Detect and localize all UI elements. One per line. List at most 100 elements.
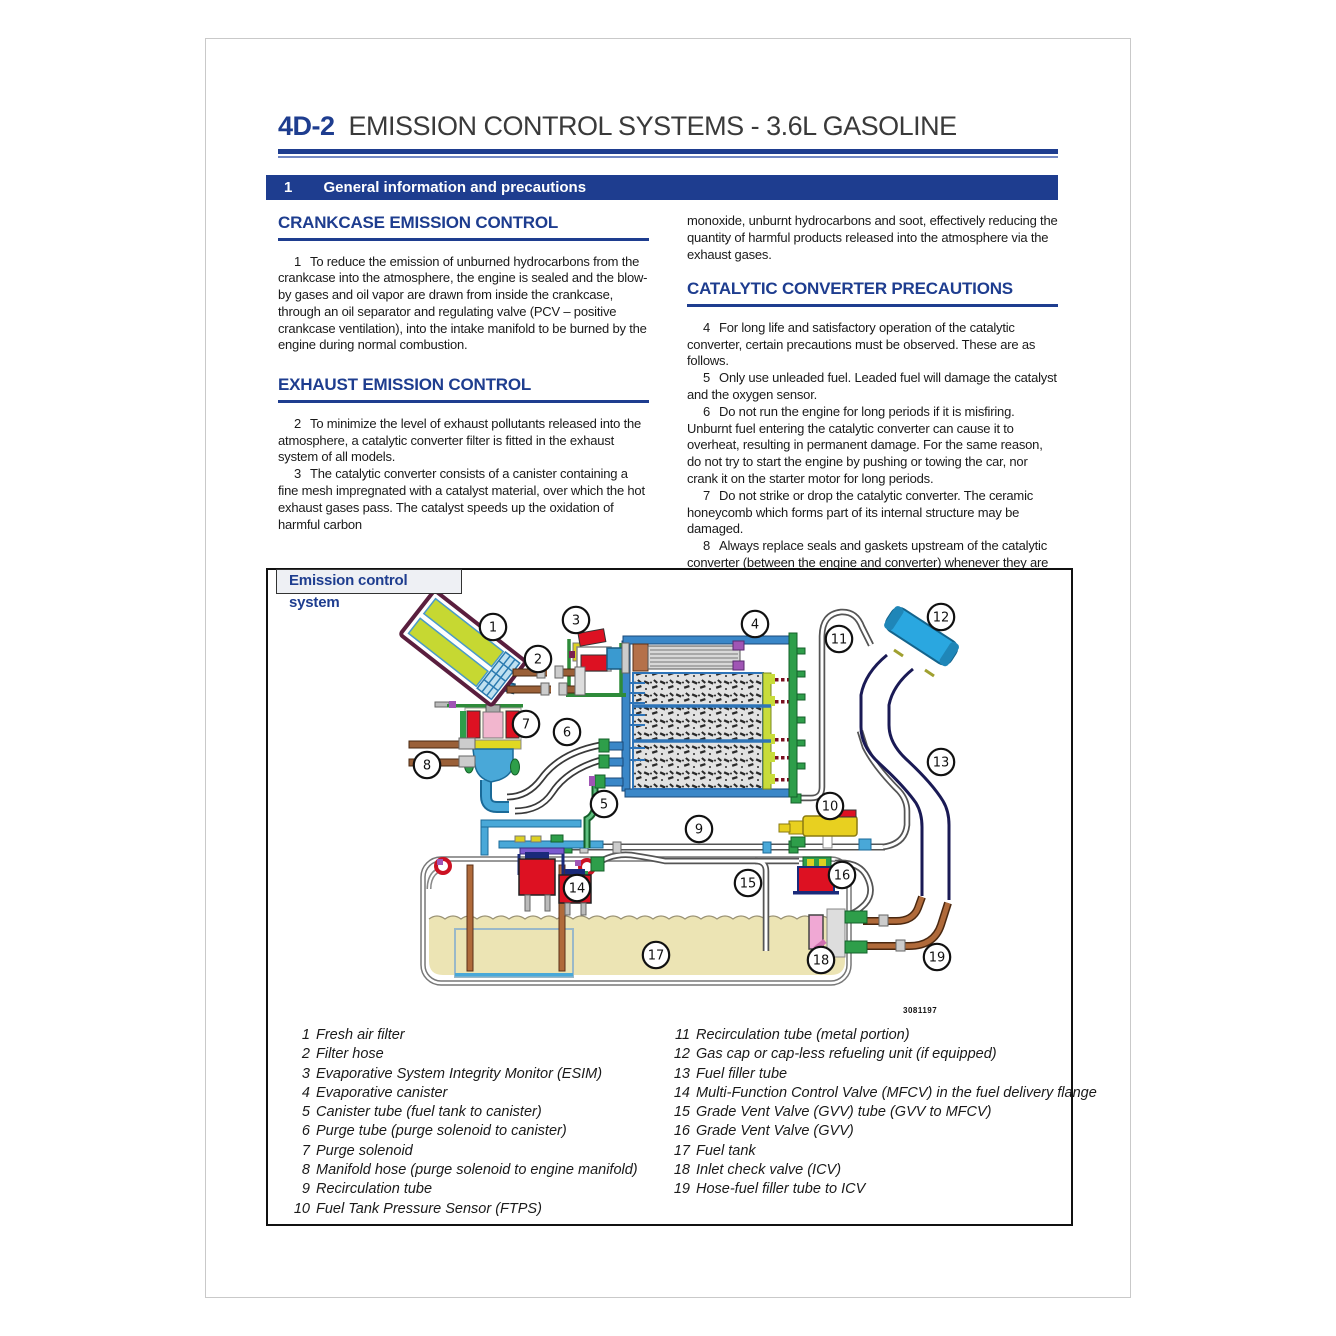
legend-item-text: Purge tube (purge solenoid to canister) xyxy=(316,1123,567,1140)
callout-5: 5 xyxy=(589,789,619,819)
svg-text:14: 14 xyxy=(569,882,586,897)
page-header: 4D-2 EMISSION CONTROL SYSTEMS - 3.6L GASO… xyxy=(278,111,1068,142)
filler-icv-hose-illustration xyxy=(863,895,952,952)
legend-item: 8 Manifold hose (purge solenoid to engine… xyxy=(288,1161,658,1180)
legend-item-text: Fuel tank xyxy=(696,1142,756,1159)
legend-item-number: 18 xyxy=(673,1162,690,1179)
header-rule-thin xyxy=(278,156,1058,158)
svg-text:13: 13 xyxy=(933,756,950,771)
purge-solenoid-illustration xyxy=(434,701,523,813)
legend-item-text: Evaporative canister xyxy=(316,1084,448,1101)
paragraph-number: 1 xyxy=(294,253,302,269)
legend-item-text: Grade Vent Valve (GVV) xyxy=(696,1123,854,1140)
callout-3: 3 xyxy=(561,605,591,635)
svg-text:17: 17 xyxy=(648,949,665,964)
svg-text:16: 16 xyxy=(834,869,851,884)
gvv-illustration xyxy=(793,856,839,895)
page-code: 4D-2 xyxy=(278,111,335,141)
callout-6: 6 xyxy=(552,717,582,747)
section-heading: CRANKCASE EMISSION CONTROL xyxy=(278,213,559,232)
legend-item-number: 8 xyxy=(301,1162,310,1179)
legend-item-text: Filter hose xyxy=(316,1046,384,1063)
section-heading: CATALYTIC CONVERTER PRECAUTIONS xyxy=(687,279,1013,299)
svg-text:3: 3 xyxy=(572,614,580,629)
svg-text:4: 4 xyxy=(751,618,759,633)
legend-item-text: Inlet check valve (ICV) xyxy=(696,1162,842,1179)
legend-item: 13 Fuel filler tube xyxy=(668,1065,1058,1084)
callout-12: 12 xyxy=(926,602,956,632)
legend-item-text: Fuel filler tube xyxy=(696,1065,788,1082)
svg-text:12: 12 xyxy=(933,611,950,626)
paragraph-number: 2 xyxy=(294,415,302,431)
section-title: General information and precautions xyxy=(323,179,587,196)
legend-item-text: Evaporative System Integrity Monitor (ES… xyxy=(316,1065,603,1082)
legend-item: 17 Fuel tank xyxy=(668,1142,1058,1161)
svg-text:1: 1 xyxy=(489,621,497,636)
callout-11: 11 xyxy=(824,624,854,654)
ftps-illustration xyxy=(778,809,872,851)
legend-item-text: Recirculation tube xyxy=(316,1181,433,1198)
svg-text:19: 19 xyxy=(929,951,946,966)
svg-text:2: 2 xyxy=(534,653,542,668)
callout-16: 16 xyxy=(827,860,857,890)
legend-item-number: 16 xyxy=(673,1123,690,1140)
callout-17: 17 xyxy=(641,940,671,970)
figure-label: Emission control system xyxy=(276,569,462,611)
legend-item-text: Recirculation tube (metal portion) xyxy=(696,1027,910,1043)
figure-number: 3081197 xyxy=(903,1006,938,1015)
manual-page: 4D-2 EMISSION CONTROL SYSTEMS - 3.6L GASO… xyxy=(205,38,1131,1298)
callout-9: 9 xyxy=(684,814,714,844)
legend-item-text: Hose-fuel filler tube to ICV xyxy=(696,1181,866,1198)
recirculation-tube-metal-illustration xyxy=(790,608,911,851)
legend-item-number: 17 xyxy=(673,1142,690,1159)
legend-item: 3 Evaporative System Integrity Monitor (E… xyxy=(288,1065,658,1084)
legend-item-text: Gas cap or cap-less refueling unit (if e… xyxy=(696,1046,997,1063)
legend-item: 7 Purge solenoid xyxy=(288,1142,658,1161)
paragraph-number: 5 xyxy=(703,370,711,386)
legend-item-text: Purge solenoid xyxy=(316,1142,413,1159)
esim-illustration xyxy=(566,628,630,697)
recirculation-tube-illustration xyxy=(559,840,885,854)
legend-item-number: 11 xyxy=(674,1027,690,1043)
section-bar: 1 General information and precautions xyxy=(266,175,1058,200)
legend-item-text: Fresh air filter xyxy=(316,1027,405,1043)
legend-item-number: 3 xyxy=(301,1065,310,1082)
page-title: EMISSION CONTROL SYSTEMS - 3.6L GASOLINE xyxy=(348,111,958,141)
heading-rule xyxy=(278,238,649,241)
legend-item: 18 Inlet check valve (ICV) xyxy=(668,1161,1058,1180)
svg-text:9: 9 xyxy=(695,823,703,838)
callout-7: 7 xyxy=(511,709,541,739)
legend-item-number: 7 xyxy=(301,1142,310,1159)
legend-item-text: Fuel Tank Pressure Sensor (FTPS) xyxy=(316,1200,542,1217)
purge-tube-illustration xyxy=(506,741,603,815)
svg-text:5: 5 xyxy=(600,798,608,813)
heading-rule xyxy=(278,400,649,403)
right-column: monoxide, unburnt hydrocarbons and soot,… xyxy=(687,213,1058,589)
callout-10: 10 xyxy=(815,791,845,821)
callout-1: 1 xyxy=(478,612,508,642)
svg-text:18: 18 xyxy=(813,954,830,969)
legend-item-text: Canister tube (fuel tank to canister) xyxy=(316,1104,542,1121)
legend-item-text: Manifold hose (purge solenoid to engine … xyxy=(316,1162,638,1179)
legend-item-number: 13 xyxy=(673,1065,690,1082)
legend-item-number: 15 xyxy=(673,1104,690,1121)
fuel-tank-illustration xyxy=(420,856,852,986)
callout-13: 13 xyxy=(926,747,956,777)
callout-19: 19 xyxy=(922,942,952,972)
